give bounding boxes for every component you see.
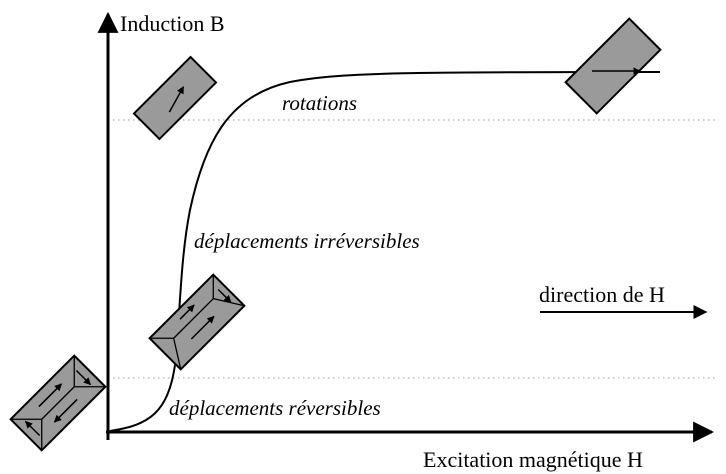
domain-saturated [564,17,662,115]
field-direction-label: direction de H [539,282,665,307]
domain-single-tilted [132,55,218,141]
reversible-label: déplacements réversibles [169,396,381,420]
y-axis-label: Induction B [120,11,225,36]
rotations-label: rotations [282,91,357,115]
x-axis-label: Excitation magnétique H [423,447,643,472]
domain-origin [9,354,107,452]
domain-irreversible [148,273,246,371]
irreversible-label: déplacements irréversibles [194,229,420,253]
magnetization-curve [109,71,661,432]
